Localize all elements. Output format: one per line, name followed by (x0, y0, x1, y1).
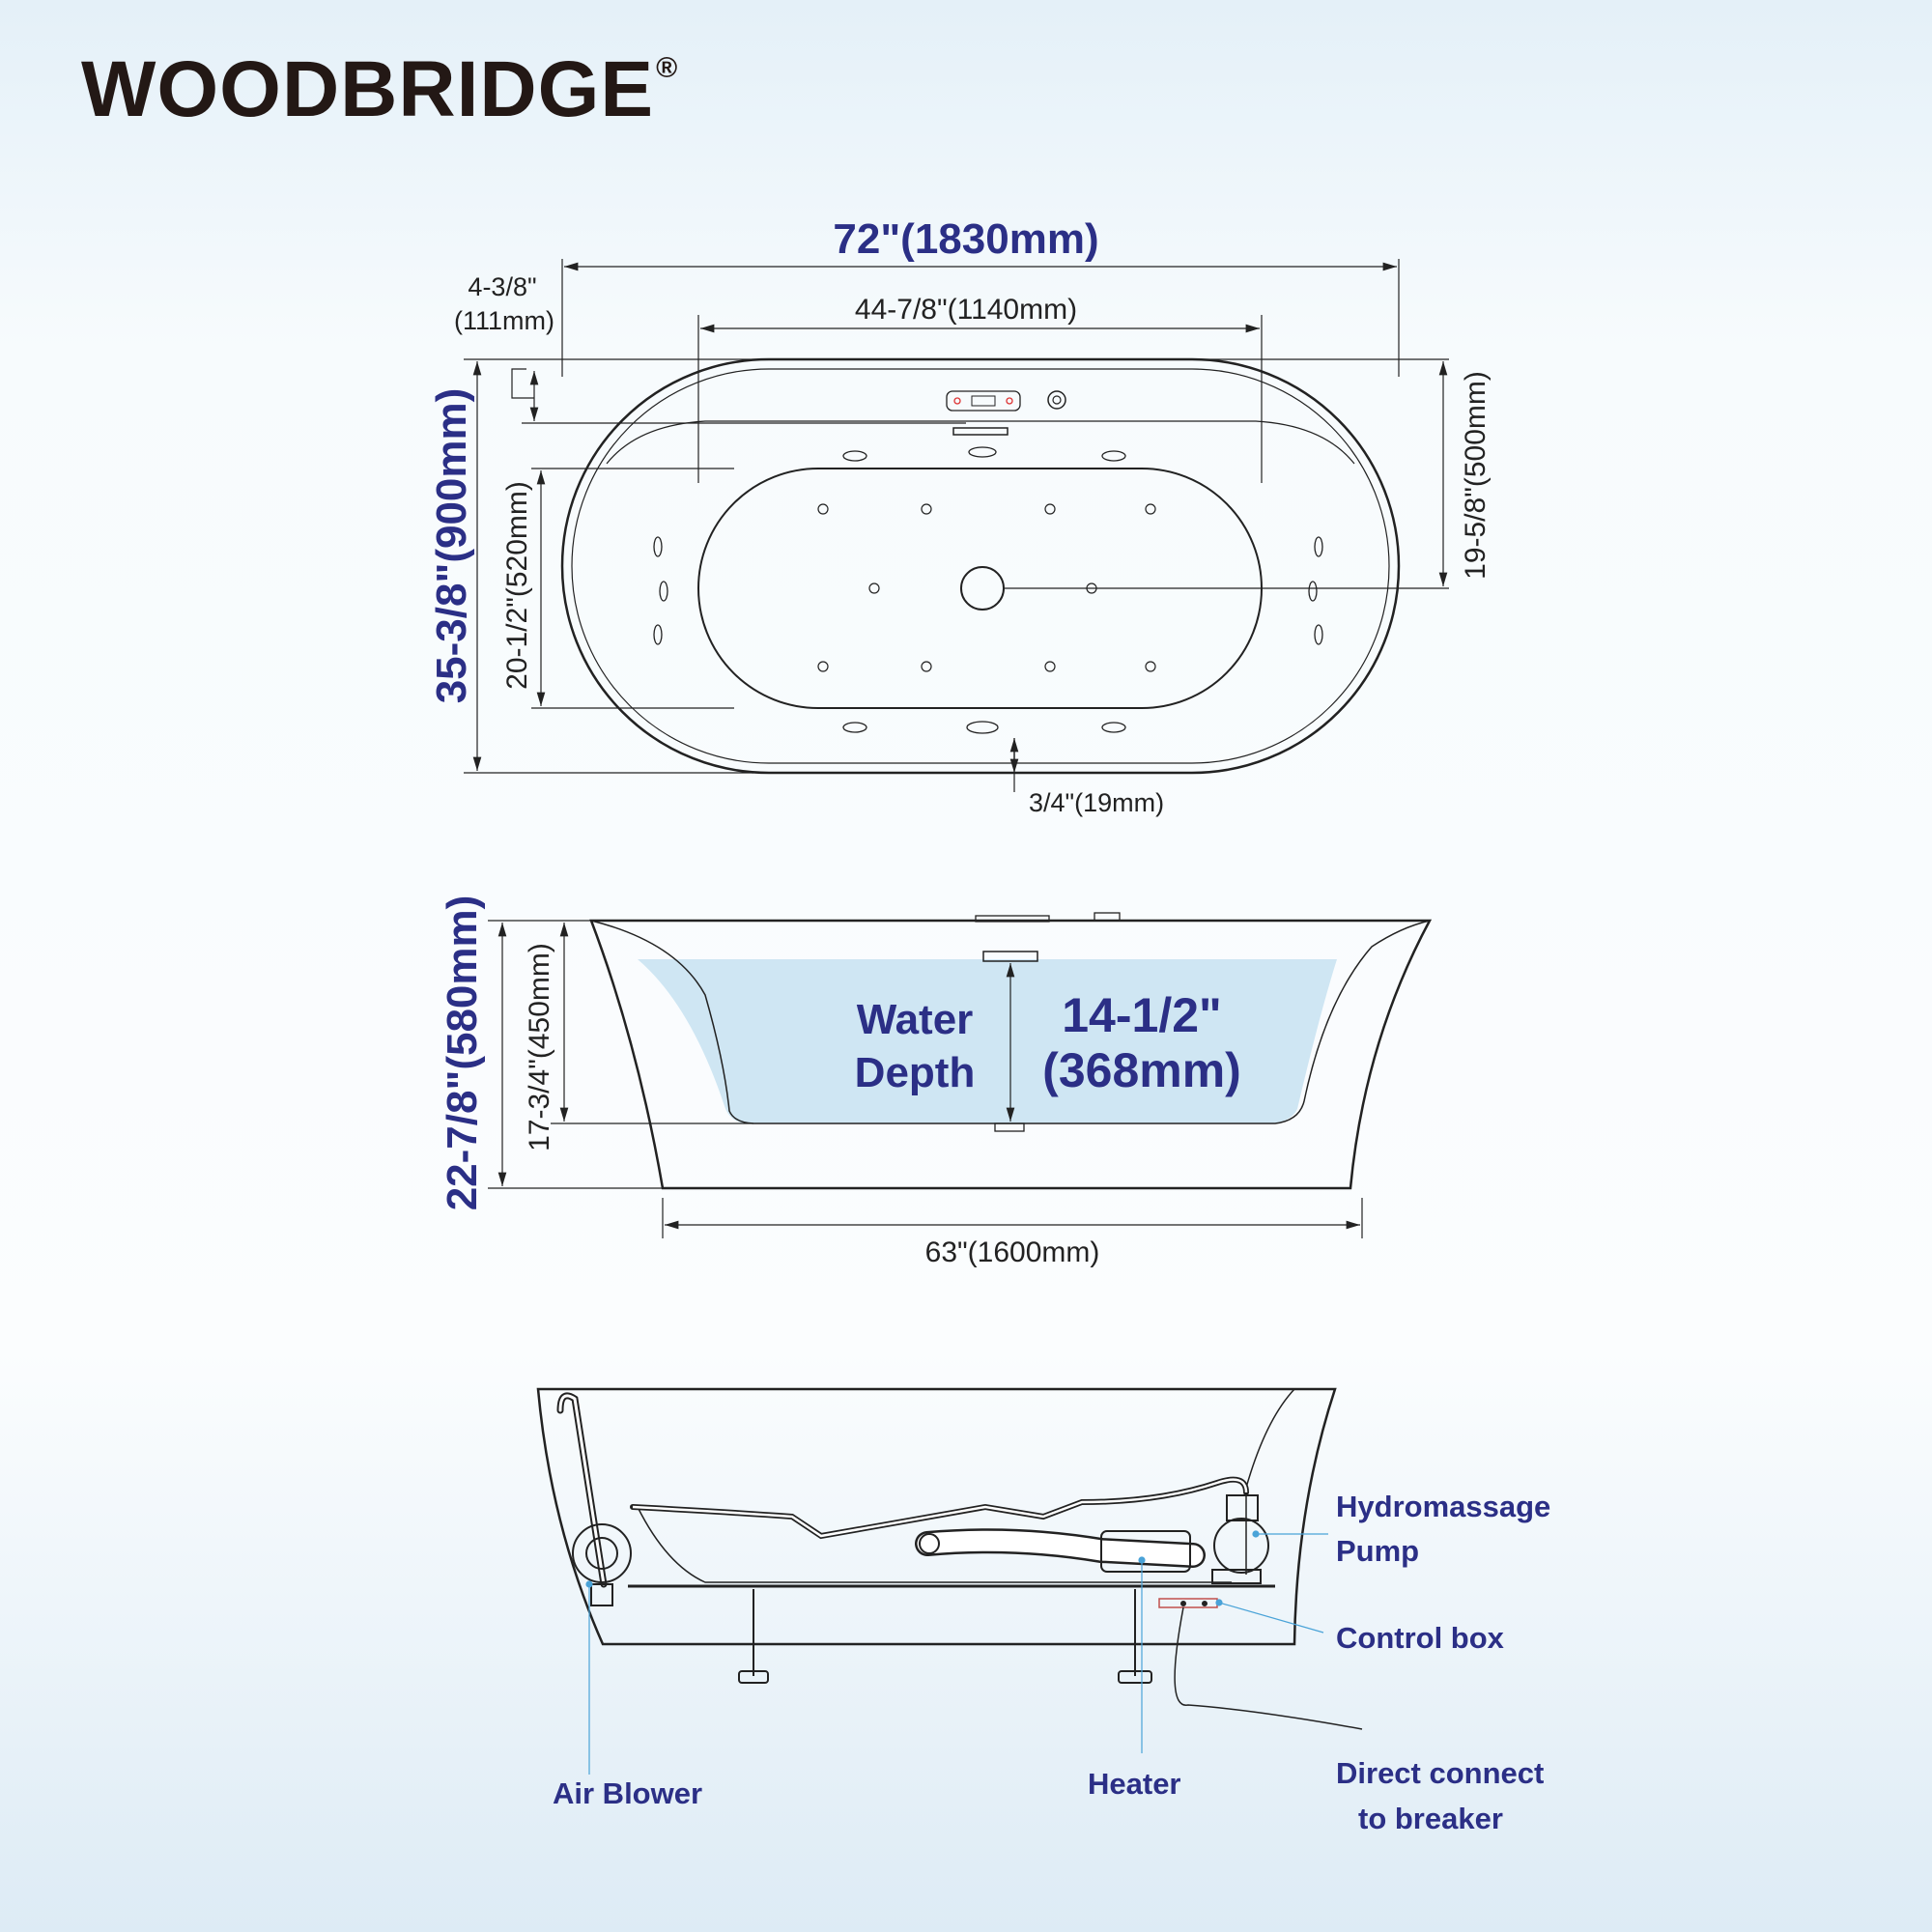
heater-body (1100, 1530, 1191, 1573)
whirlpool-jets (653, 446, 1323, 734)
brand-name: WOODBRIDGE (81, 45, 655, 133)
tub-rim-inner (571, 368, 1390, 764)
control-panel (946, 390, 1021, 412)
basin-outline (637, 1506, 1232, 1583)
lip-label: 3/4"(19mm) (1029, 788, 1164, 817)
tub-shell-cutaway (536, 1387, 1337, 1646)
control-panel-btn-1 (953, 397, 961, 405)
legs (738, 1589, 1152, 1684)
water-depth-value-mm: (368mm) (1042, 1043, 1241, 1097)
inner-length-label: 44-7/8"(1140mm) (855, 294, 1077, 326)
overall-height-label: 22-7/8"(580mm) (439, 895, 486, 1211)
label-air-blower: Air Blower (553, 1776, 702, 1810)
panel-side (975, 915, 1050, 923)
control-panel-display (971, 395, 996, 407)
top-view (464, 259, 1449, 792)
control-panel-btn-2 (1006, 397, 1013, 405)
brand-logo: WOODBRIDGE® (81, 50, 678, 129)
label-to-breaker: to breaker (1358, 1802, 1503, 1835)
drain (960, 566, 1005, 611)
overall-width-label: 35-3/8"(900mm) (428, 388, 475, 704)
air-control-knob (1047, 390, 1066, 410)
label-hydromassage: Hydromassage (1336, 1490, 1550, 1523)
component-view (536, 1387, 1363, 1775)
side-view (488, 912, 1433, 1238)
waterfall-spout (952, 427, 1009, 436)
knob-side (1094, 912, 1121, 922)
overflow-pipe (556, 1392, 608, 1588)
drain-to-edge-label: 19-5/8"(500mm) (1460, 371, 1492, 580)
air-jets (817, 503, 1156, 672)
base-length-label: 63"(1600mm) (925, 1236, 1100, 1268)
water-depth-label-2: Depth (855, 1049, 976, 1096)
side-dimension-lines (488, 920, 1363, 1238)
callout-lines (585, 1530, 1328, 1775)
overall-length-label: 72"(1830mm) (833, 215, 1098, 263)
spout-side (982, 951, 1038, 962)
interior-depth-label: 17-3/4"(450mm) (524, 943, 555, 1151)
hydromassage-pump-unit (1213, 1518, 1269, 1574)
label-heater: Heater (1088, 1767, 1181, 1801)
water-depth-label-1: Water (857, 996, 974, 1043)
headrest-left (606, 420, 1355, 465)
top-dimension-lines (464, 259, 1449, 792)
label-control-box: Control box (1336, 1621, 1505, 1655)
control-box-unit (1158, 1598, 1218, 1608)
tub-side-profile (589, 919, 1433, 1190)
jet-piping (630, 1476, 1249, 1540)
inner-width-label: 20-1/2"(520mm) (501, 481, 533, 690)
drain-side (994, 1122, 1025, 1132)
registered-mark: ® (656, 52, 679, 84)
water-depth-value-in: 14-1/2" (1062, 988, 1221, 1042)
label-pump: Pump (1336, 1534, 1419, 1568)
rim-width-label-mm: (111mm) (454, 306, 554, 335)
label-direct-connect: Direct connect (1336, 1756, 1544, 1790)
rim-width-label-in: 4-3/8" (468, 272, 536, 301)
air-blower-unit (572, 1523, 632, 1583)
water-fill (638, 959, 1337, 1123)
breaker-cable (1174, 1606, 1363, 1730)
